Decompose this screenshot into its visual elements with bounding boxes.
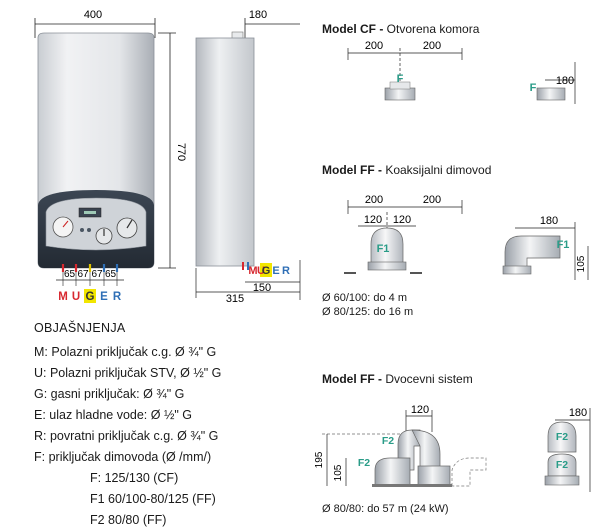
coax-fixing-left	[344, 272, 356, 274]
coax-elbow	[504, 235, 561, 273]
front-view: 400 770	[34, 9, 187, 303]
model-ff-coax-title-rest: Koaksijalni dimovod	[382, 163, 492, 177]
connection-letter-g: G	[86, 291, 95, 303]
depth-total-label: 315	[226, 293, 244, 305]
twin-elbow-upper-bend	[411, 429, 441, 471]
twin-dashed-outline	[451, 457, 487, 487]
twin-note: Ø 80/80: do 57 m (24 kW)	[322, 503, 449, 515]
model-cf-title-rest: Otvorena komora	[383, 22, 480, 36]
twin-label-lower: F2	[358, 457, 370, 469]
coax-side-label: F1	[557, 239, 570, 251]
water-knob-mark	[126, 219, 133, 229]
connection-letter-m: M	[58, 291, 68, 303]
twin-base-plate	[372, 484, 452, 487]
cf-dim-left: 200	[365, 40, 383, 52]
model-cf-title-bold: Model CF -	[322, 22, 384, 36]
display-screen	[84, 211, 96, 214]
twin-side-dome-lower	[547, 453, 577, 477]
coax-dim-left: 200	[365, 194, 383, 206]
gauge-needle	[62, 220, 69, 228]
twin-side-label-upper: F2	[556, 431, 568, 443]
cf-side-label: F	[530, 82, 537, 94]
control-plate	[45, 197, 147, 251]
twin-adapter	[417, 465, 451, 487]
coax-height-label: 105	[576, 255, 587, 272]
legend-item-m: M: Polazni priključak c.g. Ø ¾" G	[34, 345, 217, 359]
width-label: 400	[84, 9, 102, 21]
twin-side-dim: 180	[569, 407, 587, 419]
side-view: 180 M U G E R 150 315	[195, 9, 301, 305]
coax-side-dim: 180	[540, 215, 558, 227]
indicator-led-2	[87, 228, 91, 232]
spacing-label-1: 65	[64, 269, 76, 280]
model-cf-title: Model CF - Otvorena komora	[322, 22, 479, 36]
legend-item-r: R: povratni priključak c.g. Ø ¾" G	[34, 429, 219, 443]
twin-dim-top: 120	[411, 404, 429, 416]
cf-side-dim: 180	[556, 75, 574, 87]
twin-inner-height-label: 105	[333, 464, 344, 481]
coax-elbow-base	[502, 265, 532, 275]
coax-adapter-base	[367, 261, 407, 271]
boiler-side-casing	[195, 37, 255, 267]
coax-inner-left: 120	[364, 214, 382, 226]
coax-note-2: Ø 80/125: do 16 m	[322, 306, 414, 318]
spacing-label-2: 67	[77, 269, 89, 280]
model-ff-coax-title-bold: Model FF -	[322, 163, 382, 177]
front-connection-stubs	[61, 264, 119, 272]
coax-inner-right: 120	[393, 214, 411, 226]
connection-letter-u: U	[72, 291, 80, 303]
cf-flue-collar	[384, 87, 416, 101]
twin-side-base	[544, 475, 580, 486]
legend-item-f: F: priključak dimovoda (Ø /mm/)	[34, 450, 212, 464]
cf-side-collar	[536, 87, 566, 101]
cf-dim-right: 200	[423, 40, 441, 52]
twin-side-label-lower: F2	[556, 459, 568, 471]
cf-flue-ring	[389, 81, 411, 90]
model-ff-twin-title-rest: Dvocevni sistem	[382, 372, 473, 386]
spacing-label-4: 65	[105, 269, 117, 280]
model-ff-coax-title: Model FF - Koaksijalni dimovod	[322, 163, 491, 177]
twin-side-dome-upper	[547, 421, 577, 453]
model-ff-twin-title: Model FF - Dvocevni sistem	[322, 372, 473, 386]
legend-item-u: U: Polazni priključak STV, Ø ½" G	[34, 366, 222, 380]
legend-title: OBJAŠNJENJA	[34, 321, 126, 335]
height-label: 770	[175, 143, 187, 161]
coax-dim-right: 200	[423, 194, 441, 206]
model-ff-twin-drawing: 120 195 105 F2 F2 180 F2 F2	[314, 404, 591, 492]
legend-subitem-cf: F: 125/130 (CF)	[90, 471, 179, 485]
legend-item-g: G: gasni priključak: Ø ¾" G	[34, 387, 185, 401]
legend-item-e: E: ulaz hladne vode: Ø ½" G	[34, 408, 193, 422]
model-ff-twin-title-bold: Model FF -	[322, 372, 382, 386]
side-letter-m: M	[248, 265, 257, 277]
indicator-led-1	[80, 228, 84, 232]
legend-subitem-f1: F1 60/100-80/125 (FF)	[90, 492, 216, 506]
model-cf-drawing: 200 200 F 180 F	[347, 40, 576, 104]
legend-subitem-f2: F2 80/80 (FF)	[90, 513, 167, 527]
model-ff-coax-drawing: 200 200 120 120 F1 180 F1 105	[344, 194, 589, 280]
twin-elbow-lower	[374, 457, 411, 487]
side-letter-e: E	[272, 265, 279, 277]
gas-highlight	[84, 289, 96, 303]
coax-flue-label: F1	[377, 243, 390, 255]
depth-bottom-label: 150	[253, 282, 271, 294]
twin-outer-height-label: 195	[314, 451, 325, 468]
side-letter-g: G	[262, 265, 271, 277]
connection-letter-r: R	[113, 291, 122, 303]
twin-label-upper: F2	[382, 435, 394, 447]
side-gas-highlight	[260, 263, 272, 277]
spacing-label-3: 67	[91, 269, 103, 280]
legend-list: M: Polazni priključak c.g. Ø ¾" G U: Pol…	[34, 342, 221, 531]
cf-flue-label: F	[397, 73, 404, 85]
coax-note-1: Ø 60/100: do 4 m	[322, 292, 407, 304]
connection-letter-e: E	[100, 291, 108, 303]
side-letter-r: R	[282, 265, 290, 277]
side-letter-u: U	[257, 265, 265, 277]
depth-top-label: 180	[249, 9, 267, 21]
coax-fixing-right	[410, 272, 422, 274]
coax-adapter-dome	[370, 227, 404, 269]
